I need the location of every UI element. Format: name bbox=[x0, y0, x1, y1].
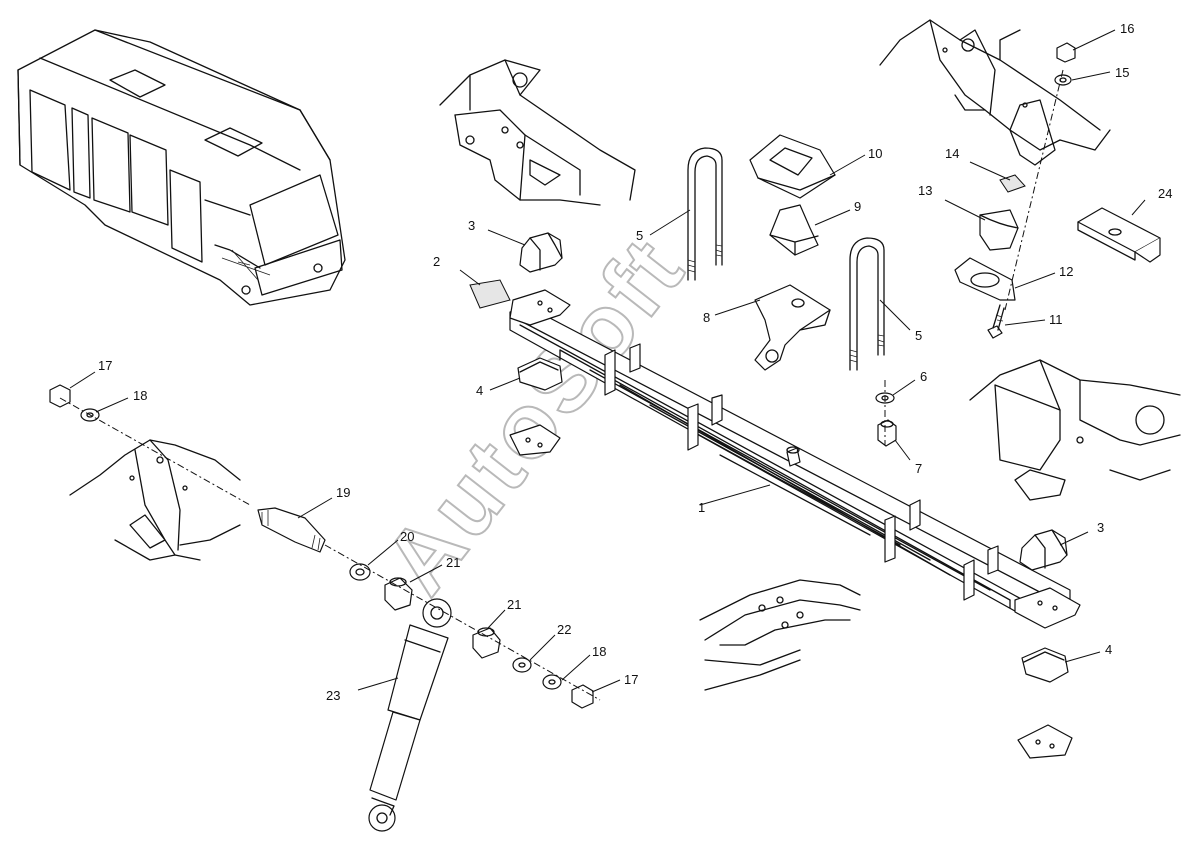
callout-24: 24 bbox=[1158, 186, 1172, 201]
callout-12: 12 bbox=[1059, 264, 1073, 279]
callout-3-upper: 3 bbox=[468, 218, 475, 233]
callout-17-left: 17 bbox=[98, 358, 112, 373]
frame-bracket-left bbox=[69, 439, 241, 561]
part-5-u-bolt-right bbox=[849, 237, 885, 371]
part-12-mount-plate bbox=[954, 257, 1016, 301]
callout-22: 22 bbox=[557, 622, 571, 637]
part-14-pad bbox=[999, 174, 1026, 193]
callout-16: 16 bbox=[1120, 21, 1134, 36]
part-21-bushing-upper bbox=[384, 577, 413, 611]
callout-11: 11 bbox=[1049, 312, 1063, 327]
part-24-bracket-plate bbox=[1077, 207, 1161, 263]
callout-14: 14 bbox=[945, 146, 959, 161]
leader-lines bbox=[69, 29, 1146, 693]
callout-18-right: 18 bbox=[592, 644, 606, 659]
callout-5-right: 5 bbox=[915, 328, 922, 343]
part-15-washer bbox=[1054, 74, 1072, 86]
callout-9: 9 bbox=[854, 199, 861, 214]
part-22-washer bbox=[512, 657, 532, 673]
bus-illustration bbox=[17, 29, 346, 306]
callout-4-lower: 4 bbox=[1105, 642, 1112, 657]
callout-23: 23 bbox=[326, 688, 340, 703]
part-20-washer bbox=[349, 563, 371, 581]
callout-labels: 1 2 3 3 4 4 5 5 6 7 8 9 10 11 12 13 14 1… bbox=[98, 21, 1172, 703]
part-21-bushing-lower bbox=[472, 627, 501, 659]
callout-19: 19 bbox=[336, 485, 350, 500]
leaf-spring bbox=[509, 289, 1081, 629]
callout-21-upper: 21 bbox=[446, 555, 460, 570]
callout-21-lower: 21 bbox=[507, 597, 521, 612]
callout-4-upper: 4 bbox=[476, 383, 483, 398]
frame-bracket-rear-lower bbox=[969, 359, 1181, 501]
callout-15: 15 bbox=[1115, 65, 1129, 80]
part-16-nut bbox=[1056, 42, 1076, 63]
callout-8: 8 bbox=[703, 310, 710, 325]
frame-bracket-rear-upper bbox=[879, 19, 1111, 166]
callout-5-left: 5 bbox=[636, 228, 643, 243]
callout-1: 1 bbox=[698, 500, 705, 515]
part-11-bolt bbox=[987, 304, 1005, 339]
spring-seat-bracket-right bbox=[1017, 724, 1073, 759]
part-8-shackle-bracket bbox=[754, 284, 831, 371]
part-3-bumper-upper bbox=[519, 232, 563, 273]
part-17-nut-right bbox=[571, 684, 594, 709]
part-7-nut bbox=[877, 419, 897, 447]
part-13-cup bbox=[979, 209, 1019, 251]
part-3-bumper-lower bbox=[1019, 529, 1068, 571]
frame-bracket-front bbox=[439, 59, 636, 206]
part-4-pad-upper bbox=[517, 357, 563, 391]
callout-20: 20 bbox=[400, 529, 414, 544]
frame-section-bottom bbox=[699, 579, 861, 691]
part-10-bump-stop-housing bbox=[749, 134, 836, 199]
part-5-u-bolt-left bbox=[687, 147, 723, 281]
assembly-centerlines bbox=[59, 69, 1064, 701]
callout-6: 6 bbox=[920, 369, 927, 384]
callout-18-left: 18 bbox=[133, 388, 147, 403]
callout-13: 13 bbox=[918, 183, 932, 198]
watermark-text: AutoSoft bbox=[365, 218, 704, 612]
part-9-rubber-block bbox=[769, 204, 819, 256]
part-2-pad bbox=[469, 279, 511, 309]
callout-2: 2 bbox=[433, 254, 440, 269]
callout-7: 7 bbox=[915, 461, 922, 476]
spring-seat-bracket-left bbox=[509, 424, 561, 456]
part-17-nut-left bbox=[49, 384, 71, 408]
part-19-pin bbox=[257, 507, 326, 553]
part-18-washer-right bbox=[542, 674, 562, 690]
part-23-shock-absorber bbox=[368, 598, 452, 832]
callout-3-lower: 3 bbox=[1097, 520, 1104, 535]
callout-10: 10 bbox=[868, 146, 882, 161]
part-4-pad-lower bbox=[1021, 647, 1069, 683]
callout-17-right: 17 bbox=[624, 672, 638, 687]
